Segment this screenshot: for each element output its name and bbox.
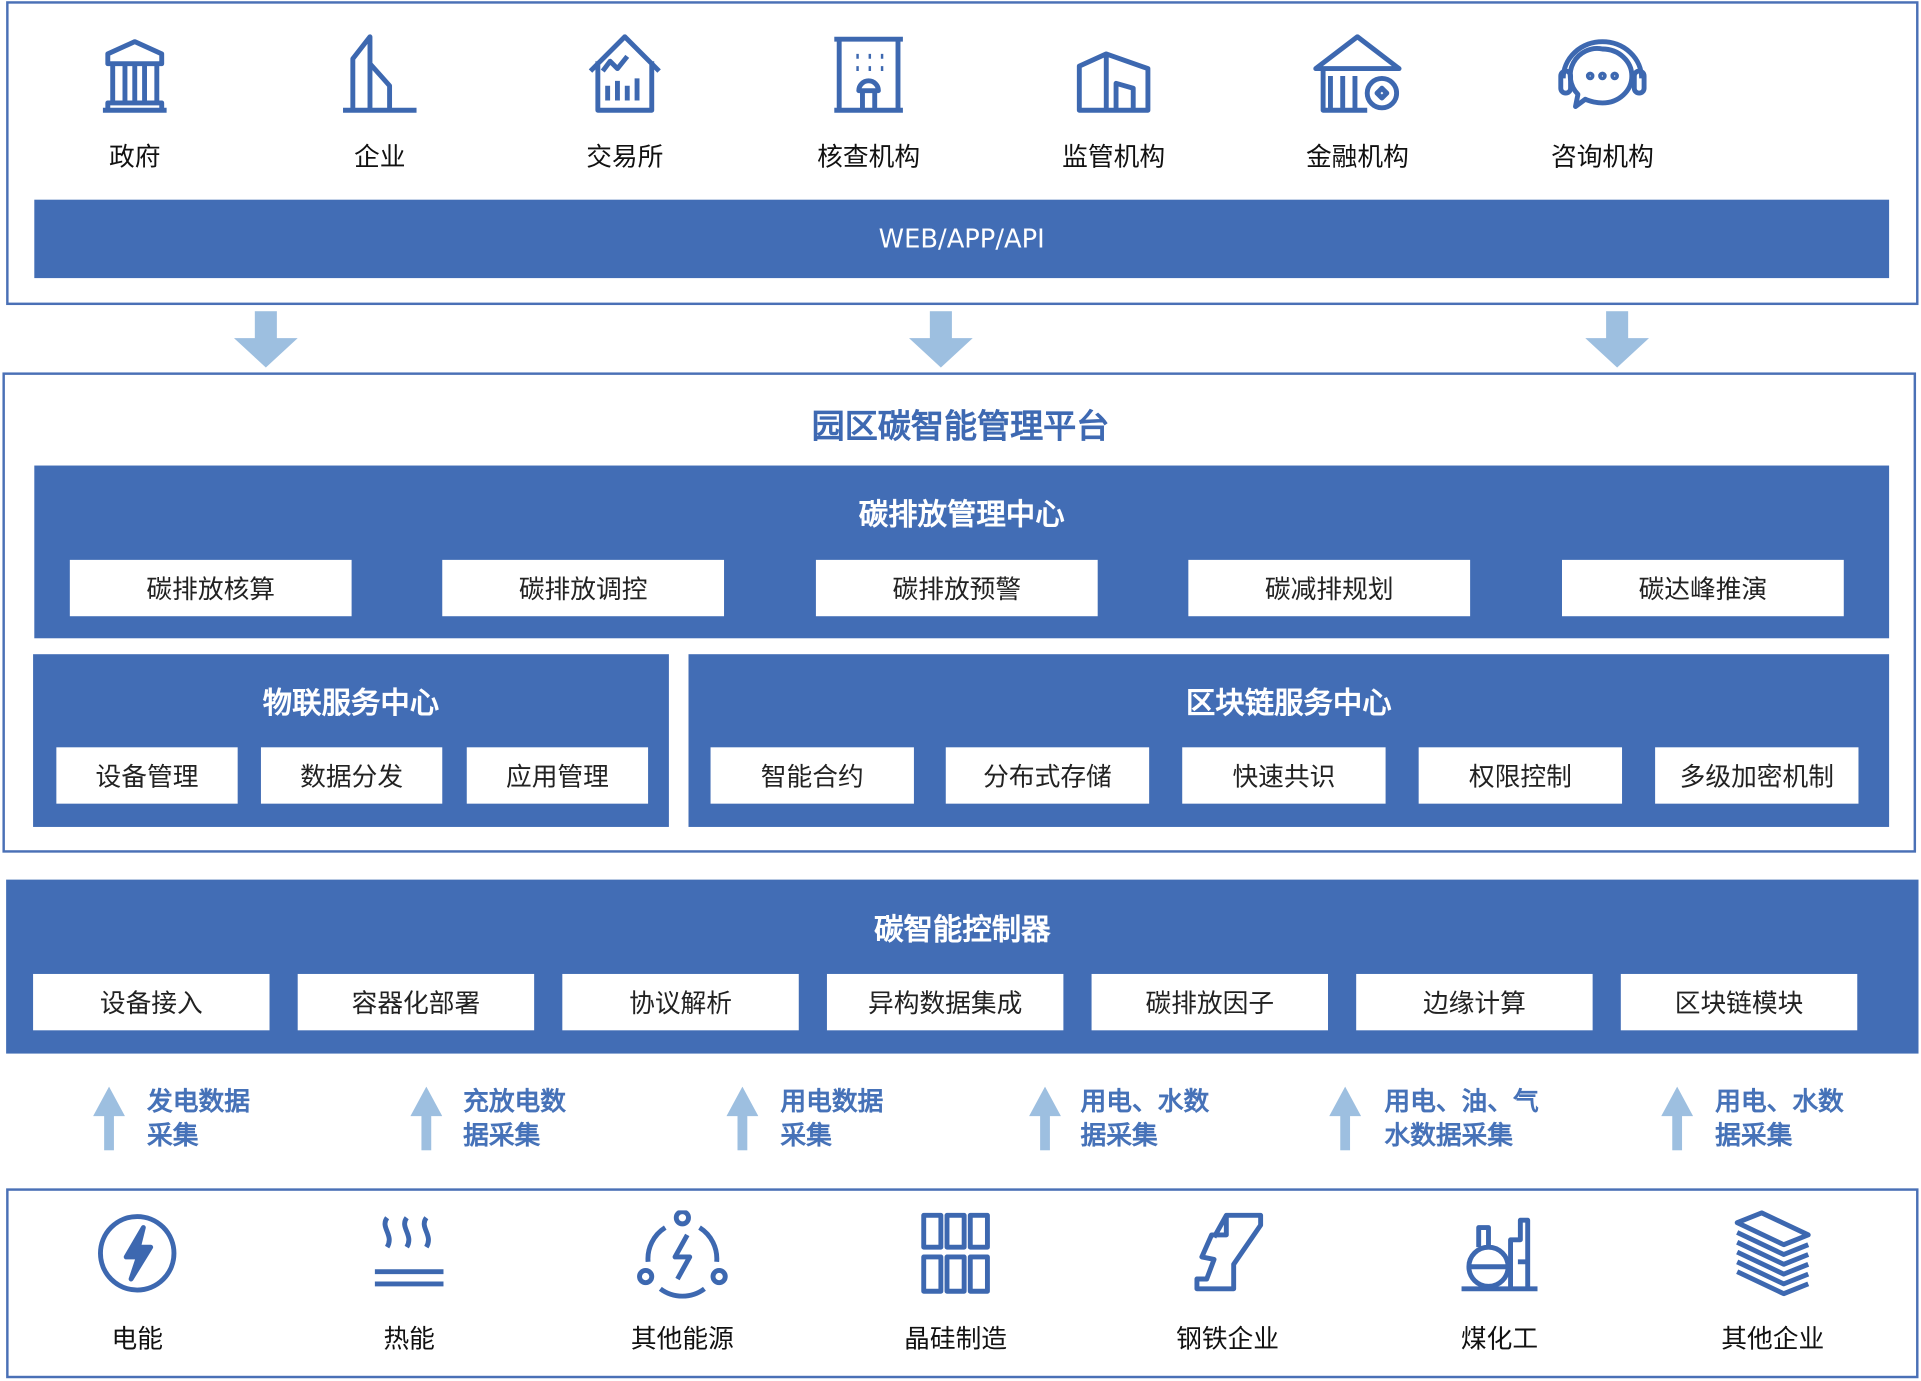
source-label: 电能 [111,1324,163,1354]
coal-chemical-icon [1457,1210,1543,1303]
collection-line: 采集 [780,1120,832,1151]
source-label: 其他企业 [1721,1324,1825,1354]
bank-icon [1311,34,1404,120]
source-label: 热能 [383,1324,435,1354]
module-button[interactable]: 数据分发 [260,747,443,804]
module-button[interactable]: 设备管理 [56,747,238,804]
heat-icon [370,1210,448,1301]
collection-line: 采集 [147,1120,199,1151]
up-arrow-icon [1329,1086,1362,1151]
blockchain-center-title: 区块链服务中心 [1185,686,1392,721]
source-label: 钢铁企业 [1176,1324,1280,1354]
access-bar-label: WEB/APP/API [878,224,1045,254]
module-button[interactable]: 碳排放核算 [69,559,352,617]
collection-line: 据采集 [1715,1120,1793,1151]
user-type-label: 交易所 [586,142,664,172]
module-button[interactable]: 边缘计算 [1356,973,1593,1031]
user-type-label: 政府 [109,142,161,172]
down-arrow-icon [909,311,973,368]
access-bar: WEB/APP/API [34,199,1890,279]
collection-label: 充放电数据采集 [463,1084,566,1153]
source-label: 晶硅制造 [904,1324,1008,1354]
module-button[interactable]: 多级加密机制 [1655,747,1859,804]
user-type-label: 企业 [354,142,406,172]
up-arrow-icon [1029,1086,1061,1151]
collection-label: 用电、水数据采集 [1081,1084,1210,1153]
collection-label: 用电数据采集 [780,1084,883,1153]
up-arrow-icon [410,1086,443,1151]
verification-agency-icon [829,34,907,120]
module-button[interactable]: 智能合约 [710,747,914,804]
regulator-icon [1074,34,1152,120]
collection-line: 用电、油、气 [1384,1086,1539,1117]
source-label: 其他能源 [630,1324,734,1354]
controller-title: 碳智能控制器 [874,912,1051,948]
module-button[interactable]: 应用管理 [466,747,649,804]
module-button[interactable]: 碳排放调控 [442,559,725,617]
collection-label: 用电、水数据采集 [1715,1084,1844,1153]
silicon-wafer-icon [916,1210,994,1301]
up-arrow-icon [726,1086,759,1151]
module-button[interactable]: 异构数据集成 [826,973,1064,1031]
module-button[interactable]: 分布式存储 [945,747,1150,804]
carbon-center-title: 碳排放管理中心 [858,497,1065,532]
module-button[interactable]: 碳排放预警 [815,559,1098,617]
user-type-label: 金融机构 [1305,142,1409,172]
user-type-label: 监管机构 [1062,142,1166,172]
collection-line: 水数据采集 [1384,1120,1513,1151]
collection-line: 充放电数 [463,1086,566,1117]
module-button[interactable]: 碳排放因子 [1091,973,1329,1031]
steel-beam-icon [1185,1210,1271,1303]
platform-title: 园区碳智能管理平台 [811,407,1110,446]
down-arrow-icon [1585,311,1649,368]
module-button[interactable]: 快速共识 [1182,747,1386,804]
iot-center-title: 物联服务中心 [262,686,440,721]
enterprise-building-icon [341,34,419,120]
module-button[interactable]: 碳达峰推演 [1562,559,1844,617]
consulting-headset-icon [1553,34,1651,120]
module-button[interactable]: 协议解析 [562,973,799,1031]
collection-line: 据采集 [1080,1120,1158,1151]
exchange-icon [586,34,664,120]
other-energy-icon [633,1209,731,1303]
collection-label: 用电、油、气水数据采集 [1384,1084,1538,1153]
collection-line: 发电数据 [147,1086,250,1117]
module-button[interactable]: 区块链模块 [1620,973,1858,1031]
collection-label: 发电数据采集 [147,1084,250,1153]
collection-line: 据采集 [463,1120,541,1151]
government-building-icon [96,34,174,120]
user-type-label: 核查机构 [817,142,921,172]
up-arrow-icon [1661,1086,1694,1151]
module-button[interactable]: 容器化部署 [297,973,535,1031]
electricity-icon [94,1210,180,1301]
module-button[interactable]: 碳减排规划 [1188,559,1471,617]
down-arrow-icon [233,311,298,368]
collection-line: 用电、水数 [1715,1086,1844,1117]
module-button[interactable]: 设备接入 [33,973,270,1031]
module-button[interactable]: 权限控制 [1418,747,1623,804]
stacked-sheets-icon [1730,1210,1816,1303]
source-label: 煤化工 [1460,1324,1539,1354]
user-type-label: 咨询机构 [1550,142,1654,172]
collection-line: 用电数据 [780,1086,884,1117]
collection-line: 用电、水数 [1080,1086,1210,1117]
up-arrow-icon [93,1086,125,1151]
